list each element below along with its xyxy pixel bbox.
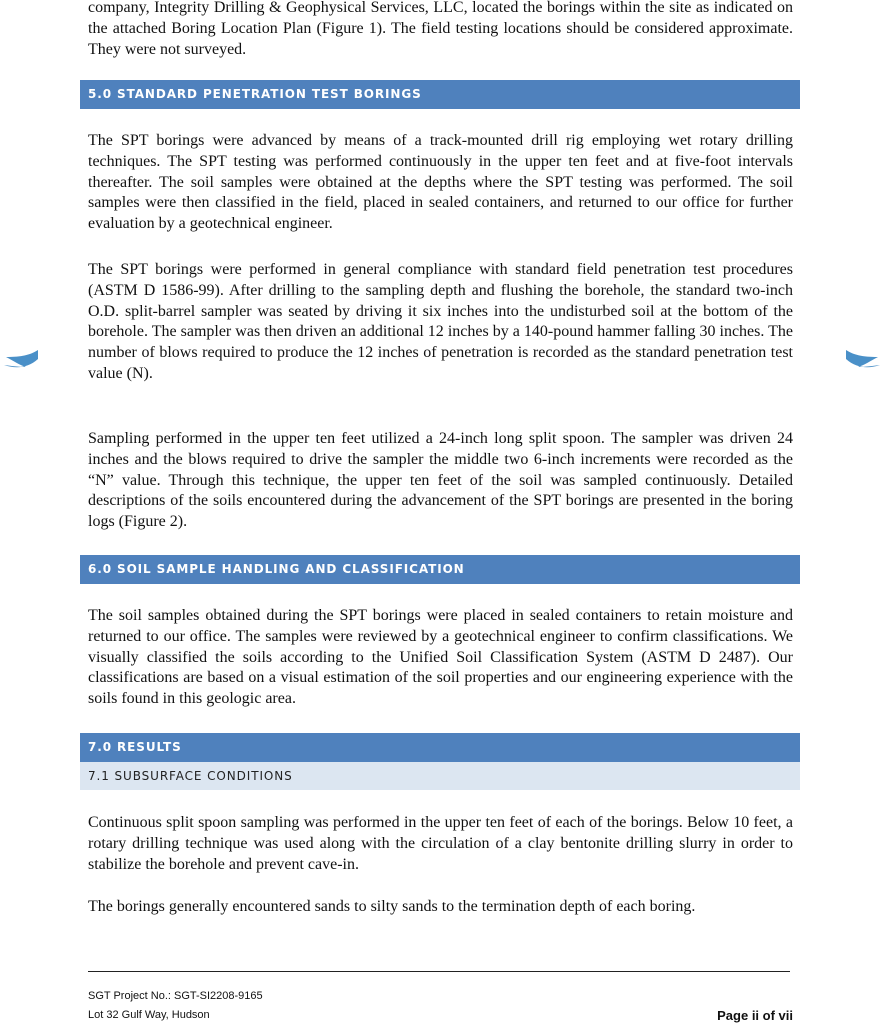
paragraph: The SPT borings were advanced by means o… (88, 132, 793, 233)
paragraph: The SPT borings were performed in genera… (88, 261, 793, 382)
section-heading-results: 7.0 RESULTS (80, 733, 800, 762)
page-number: Page ii of vii (717, 1008, 793, 1023)
footer-project-number: SGT Project No.: SGT-SI2208-9165 (88, 990, 263, 1002)
arrow-right-icon[interactable] (840, 342, 884, 374)
paragraph: The soil samples obtained during the SPT… (88, 607, 793, 708)
paragraph: The borings generally encountered sands … (88, 898, 696, 915)
subsection-heading-subsurface-conditions: 7.1 SUBSURFACE CONDITIONS (80, 762, 800, 790)
section-heading-spt-borings: 5.0 STANDARD PENETRATION TEST BORINGS (80, 80, 800, 109)
paragraph: Sampling performed in the upper ten feet… (88, 430, 793, 531)
intro-paragraph: company, Integrity Drilling & Geophysica… (88, 0, 793, 58)
arrow-left-icon[interactable] (0, 342, 44, 374)
section-heading-soil-sample-handling: 6.0 SOIL SAMPLE HANDLING AND CLASSIFICAT… (80, 555, 800, 584)
footer-divider (88, 971, 790, 972)
footer-address: Lot 32 Gulf Way, Hudson (88, 1009, 210, 1021)
paragraph: Continuous split spoon sampling was perf… (88, 814, 793, 873)
